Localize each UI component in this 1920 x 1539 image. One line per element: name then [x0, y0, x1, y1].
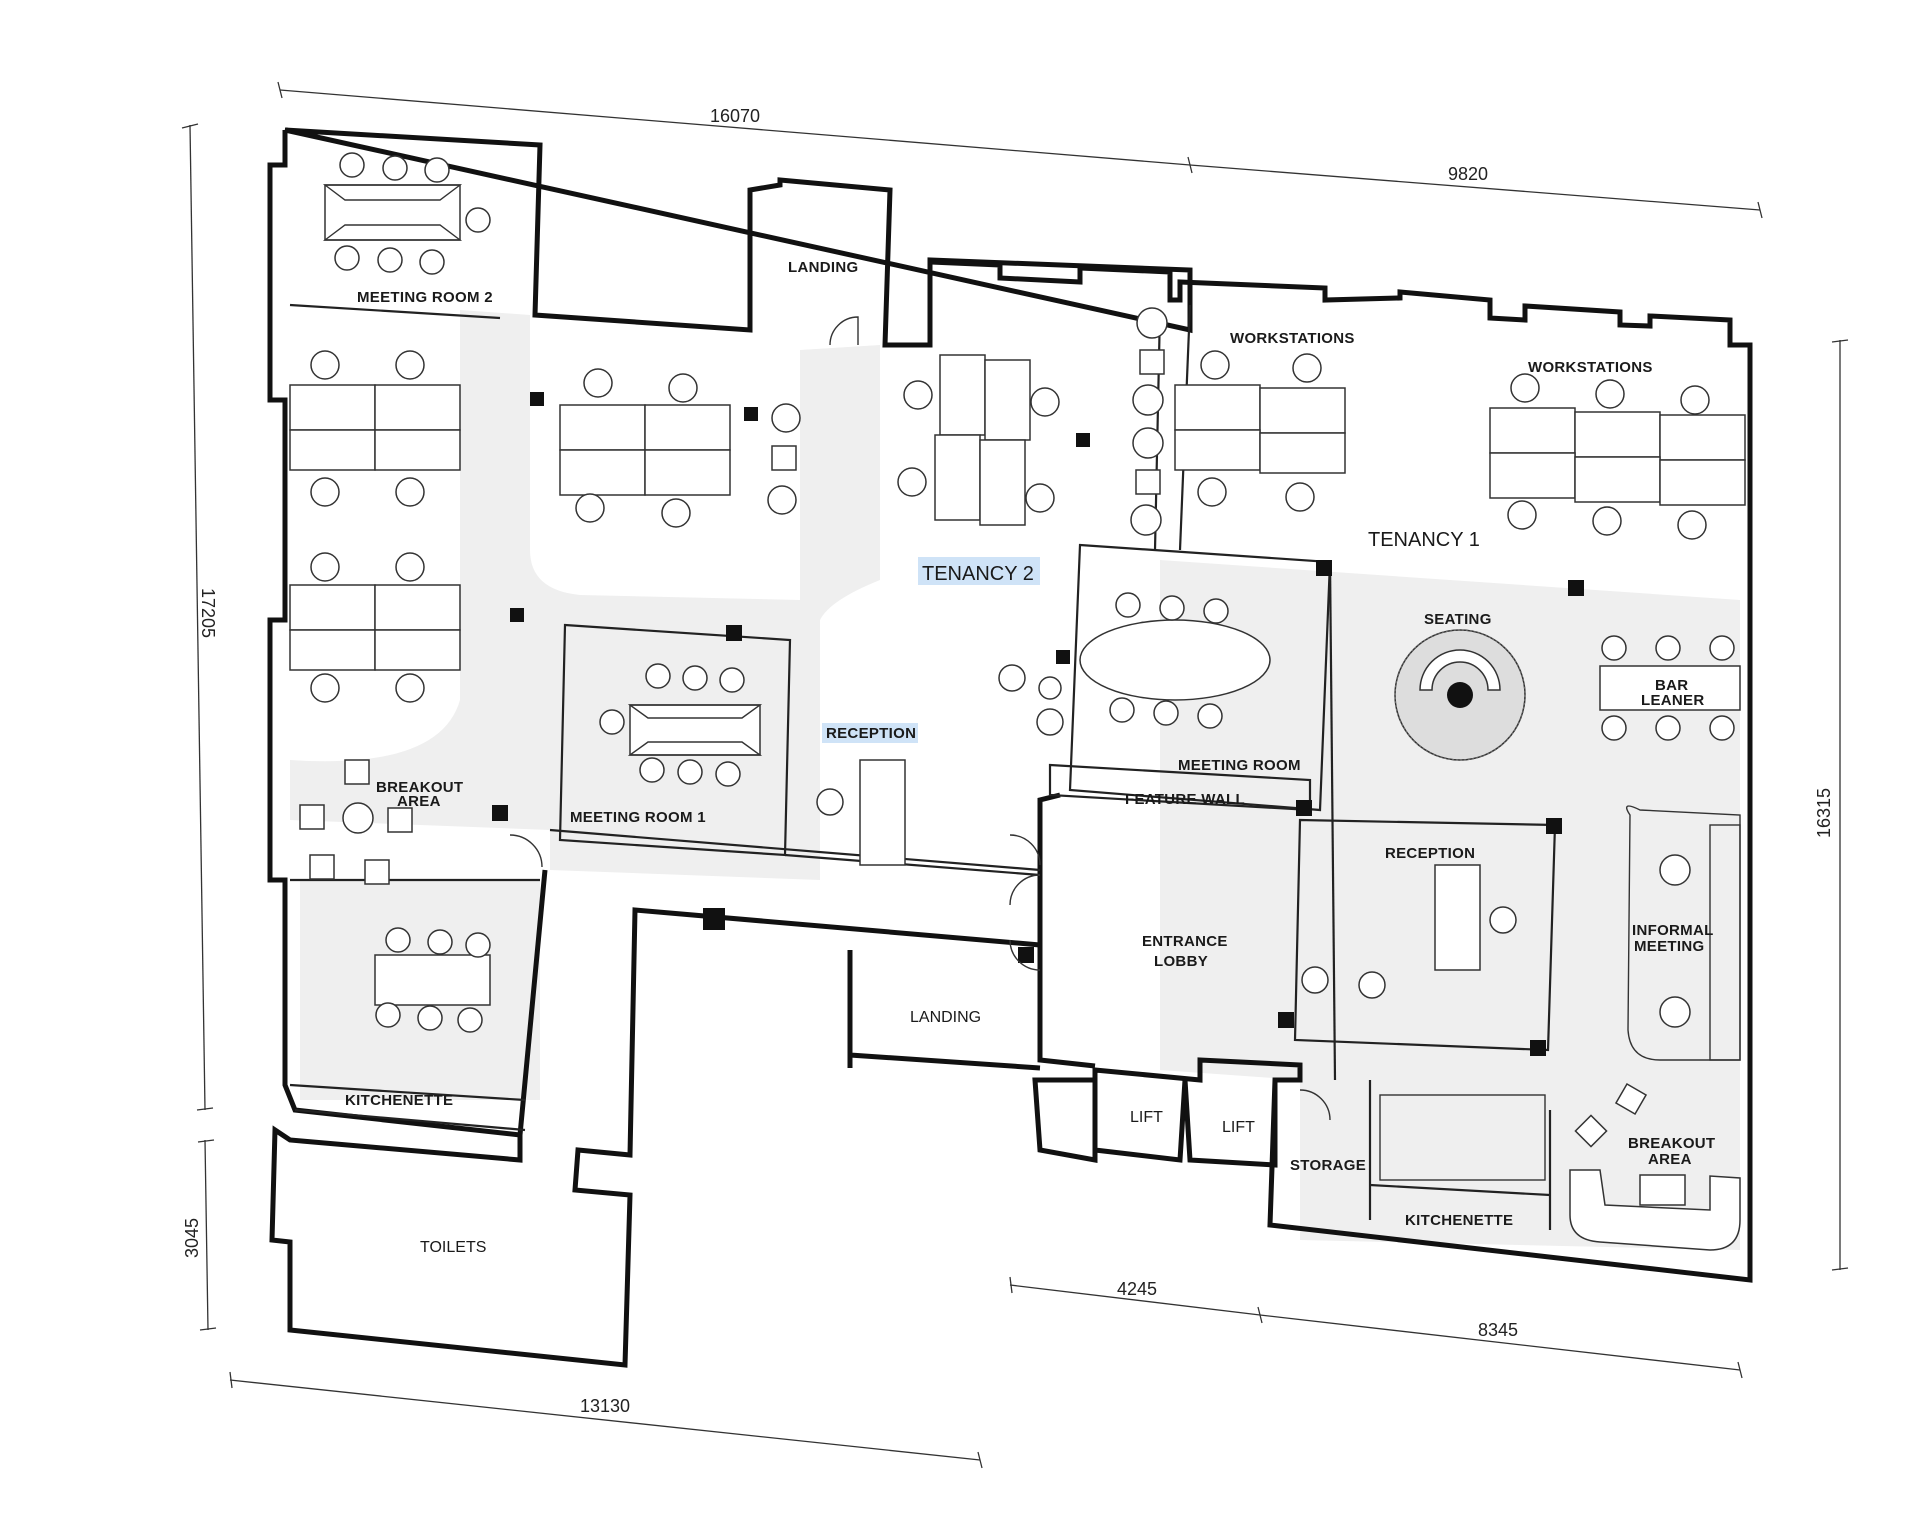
- label-lift-2: LIFT: [1222, 1119, 1255, 1136]
- tenancy-2-label: TENANCY 2: [922, 563, 1034, 585]
- structural-columns: [492, 392, 1584, 1056]
- label-kitchenette-right: KITCHENETTE: [1405, 1212, 1513, 1229]
- label-breakout-left-line1: BREAKOUT: [376, 779, 463, 796]
- dimension-right: 16315: [1814, 788, 1834, 838]
- dimension-left-lower: 3045: [182, 1218, 202, 1258]
- dimension-top-left: 16070: [710, 106, 760, 126]
- label-informal-line2: MEETING: [1634, 938, 1704, 955]
- tenancy-1-label: TENANCY 1: [1368, 529, 1480, 551]
- reception-t2-highlight: [822, 723, 918, 743]
- dimension-bottom-left: 13130: [580, 1396, 630, 1416]
- label-bar-leaner-line1: BAR: [1655, 677, 1688, 694]
- label-meeting-room-1: MEETING ROOM 1: [570, 809, 706, 826]
- label-workstations-b: WORKSTATIONS: [1528, 359, 1653, 376]
- label-breakout-right-line1: BREAKOUT: [1628, 1135, 1715, 1152]
- label-landing-mid: LANDING: [910, 1009, 981, 1026]
- room-labels: MEETING ROOM 2 LANDING WORKSTATIONS WORK…: [345, 259, 1715, 1256]
- label-entrance-line2: LOBBY: [1154, 953, 1208, 970]
- dimension-bottom-mid: 4245: [1117, 1279, 1157, 1299]
- label-informal-line1: INFORMAL: [1632, 922, 1714, 939]
- label-bar-leaner-line2: LEANER: [1641, 692, 1704, 709]
- label-entrance-line1: ENTRANCE: [1142, 933, 1228, 950]
- label-toilets: TOILETS: [420, 1239, 486, 1256]
- dimension-bottom-right: 8345: [1478, 1320, 1518, 1340]
- tenancy-2-highlight: [918, 557, 1040, 585]
- dimension-left-upper: 17205: [198, 588, 218, 638]
- dimension-lines: [181, 81, 1849, 1469]
- dimension-labels: 16070 9820 17205 3045 16315 13130 4245 8…: [182, 106, 1834, 1416]
- chairs: [310, 152, 1710, 999]
- furniture: [289, 184, 1746, 1251]
- label-meeting-room-2: MEETING ROOM 2: [357, 289, 493, 306]
- label-reception-t2: RECEPTION: [826, 725, 916, 742]
- dimension-top-right: 9820: [1448, 164, 1488, 184]
- outer-walls: [267, 127, 1753, 1368]
- label-workstations-a: WORKSTATIONS: [1230, 330, 1355, 347]
- label-storage: STORAGE: [1290, 1157, 1366, 1174]
- label-breakout-left-line2: AREA: [397, 793, 441, 810]
- doors: [509, 316, 1331, 1121]
- label-breakout-right-line2: AREA: [1648, 1151, 1692, 1168]
- label-lift-1: LIFT: [1130, 1109, 1163, 1126]
- label-feature-wall: FEATURE WALL: [1125, 791, 1245, 808]
- label-reception-t1: RECEPTION: [1385, 845, 1475, 862]
- label-seating: SEATING: [1424, 611, 1492, 628]
- label-kitchenette-left: KITCHENETTE: [345, 1092, 453, 1109]
- label-meeting-room: MEETING ROOM: [1178, 757, 1301, 774]
- label-landing-top: LANDING: [788, 259, 858, 276]
